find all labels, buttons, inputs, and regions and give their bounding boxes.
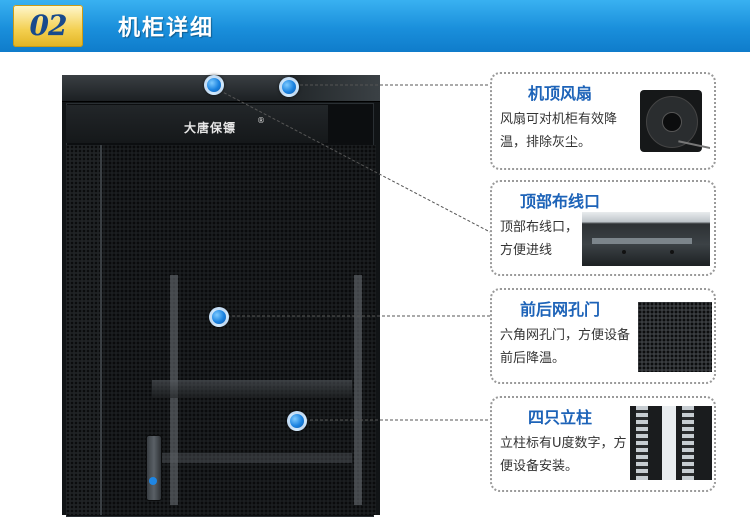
marker-rails-icon [287,411,307,431]
feature-description: 立柱标有U度数字，方便设备安装。 [500,436,627,474]
section-number: 02 [29,9,68,42]
door-edge [100,145,102,515]
feature-title: 机顶风扇 [527,84,592,103]
feature-card-rails: 四只立柱 立柱标有U度数字，方便设备安装。 [490,396,716,492]
feature-description: 风扇可对机柜有效降温，排除灰尘。 [500,112,618,150]
door-handle [146,435,162,501]
hex-mesh-swatch [638,302,712,374]
registered-mark: ® [257,116,265,125]
brand-logo: 大唐保镖 [184,121,237,135]
marker-mesh-door-icon [209,307,229,327]
feature-card-top-cable-port: 顶部布线口 顶部布线口，方便进线 [490,180,716,276]
cabinet-top-edge [290,75,380,101]
marker-top-cable-port-icon [204,75,224,95]
feature-title: 顶部布线口 [519,192,600,211]
side-mesh-panel [66,145,100,515]
interior-shelf [152,380,352,398]
feature-description: 顶部布线口，方便进线 [500,220,579,258]
feature-title: 四只立柱 [527,408,592,427]
marker-top-fan-icon [279,77,299,97]
mounting-rails-photo [630,406,712,486]
feature-card-top-fan: 机顶风扇 风扇可对机柜有效降温，排除灰尘。 [490,72,716,170]
cabinet-parts [62,75,380,517]
cooling-fan-icon [638,86,710,162]
door-lock-icon [149,477,157,485]
feature-title: 前后网孔门 [519,300,600,319]
section-header: 02 机柜详细 [0,0,750,52]
section-number-badge: 02 [13,5,83,47]
feature-card-mesh-door: 前后网孔门 六角网孔门，方便设备前后降温。 [490,288,716,384]
feature-description: 六角网孔门，方便设备前后降温。 [500,328,631,366]
interior-shelf-lower [152,453,352,463]
top-panel-photo [582,212,710,268]
interior-rail-right [354,275,362,505]
section-title: 机柜详细 [118,16,215,41]
